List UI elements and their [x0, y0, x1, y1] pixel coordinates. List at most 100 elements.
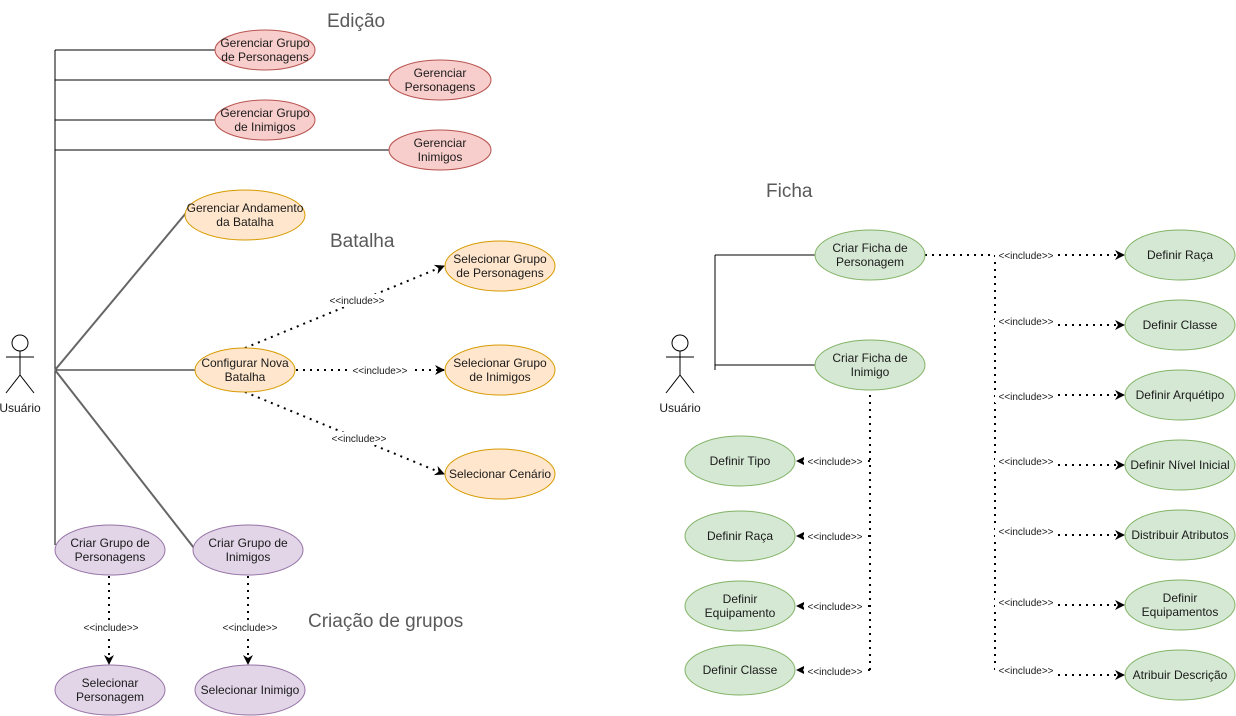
- use-case-label: de Personagens: [456, 266, 543, 280]
- use-case-label: Gerenciar Grupo: [220, 106, 310, 120]
- section-title-edicao: Edição: [327, 11, 385, 32]
- use-case-definir-arquetipo: Definir Arquétipo: [1124, 369, 1236, 421]
- use-case-label: Criar Ficha de: [832, 351, 908, 365]
- use-case-label: Definir Raça: [707, 529, 773, 543]
- section-title-ficha: Ficha: [766, 181, 813, 202]
- use-case-label: Definir Classe: [1143, 318, 1218, 332]
- left-associations: [54, 49, 389, 545]
- use-case-ellipse: [54, 664, 166, 716]
- use-case-ellipse: [814, 339, 926, 391]
- section-title-criacao: Criação de grupos: [308, 611, 463, 632]
- include-label: <<include>>: [329, 296, 384, 307]
- use-case-distribuir-atributos: Distribuir Atributos: [1124, 509, 1236, 561]
- use-case-label: Definir: [723, 592, 758, 606]
- use-case-label: Distribuir Atributos: [1131, 528, 1228, 542]
- use-case-definir-classe: Definir Classe: [1124, 299, 1236, 351]
- use-case-ellipse: [54, 524, 166, 576]
- use-case-label: Selecionar Inimigo: [201, 683, 300, 697]
- actor-left: [5, 334, 35, 394]
- use-case-label: Gerenciar Grupo: [220, 36, 310, 50]
- include-label: <<include>>: [222, 623, 277, 634]
- use-case-label: Inimigos: [226, 550, 271, 564]
- use-case-label: de Personagens: [221, 50, 308, 64]
- use-case-label: Definir Arquétipo: [1136, 388, 1225, 402]
- actor-right-label: Usuário: [659, 401, 701, 415]
- include-label: <<include>>: [998, 392, 1053, 403]
- use-case-label: Selecionar Grupo: [453, 356, 547, 370]
- use-case-label: Definir: [1163, 591, 1198, 605]
- include-label: <<include>>: [998, 251, 1053, 262]
- use-case-label: Gerenciar: [414, 136, 467, 150]
- include-label: <<include>>: [998, 317, 1053, 328]
- use-case-ellipse: [214, 29, 316, 71]
- include-label: <<include>>: [807, 602, 862, 613]
- use-case-ellipse: [214, 99, 316, 141]
- include-label: <<include>>: [998, 527, 1053, 538]
- use-case-label: Personagem: [836, 255, 904, 269]
- include-label: <<include>>: [807, 667, 862, 678]
- use-case-ellipse: [1124, 299, 1236, 351]
- use-case-label: de Inimigos: [469, 370, 530, 384]
- left-include-lines: [104, 264, 445, 665]
- actor-right: [665, 334, 695, 394]
- use-case-label: da Batalha: [216, 215, 274, 229]
- use-case-label: Inimigo: [851, 365, 890, 379]
- use-case-label: Inimigos: [418, 150, 463, 164]
- use-case-label: Definir Classe: [703, 663, 778, 677]
- use-case-definir-nivel: Definir Nível Inicial: [1124, 439, 1236, 491]
- use-case-label: Personagens: [405, 80, 476, 94]
- use-case-ellipse: [814, 229, 926, 281]
- use-case-ellipse: [192, 524, 304, 576]
- use-case-label: Criar Grupo de: [208, 536, 288, 550]
- include-label: <<include>>: [331, 434, 386, 445]
- use-case-definir-raca: Definir Raça: [1124, 229, 1236, 281]
- use-case-label: Atribuir Descrição: [1133, 668, 1228, 682]
- use-case-label: Definir Tipo: [710, 454, 771, 468]
- use-case-ellipse: [1124, 509, 1236, 561]
- include-label: <<include>>: [998, 666, 1053, 677]
- use-case-ellipse: [684, 580, 796, 632]
- use-case-ellipse: [444, 240, 556, 292]
- include-label: <<include>>: [807, 457, 862, 468]
- use-case-label: Personagem: [76, 690, 144, 704]
- use-case-label: Criar Ficha de: [832, 241, 908, 255]
- actor-left-label: Usuário: [0, 401, 41, 415]
- use-case-ellipse: [1124, 649, 1236, 701]
- use-case-label: Definir Raça: [1147, 248, 1213, 262]
- use-case-selecionar-inimigo: Selecionar Inimigo: [194, 664, 306, 716]
- right-include-lines-inimigo: [796, 388, 871, 675]
- use-case-ellipse: [194, 664, 306, 716]
- use-case-ellipse: [684, 510, 796, 562]
- use-case-label: Equipamento: [705, 606, 776, 620]
- use-case-selecionar-cenario: Selecionar Cenário: [444, 448, 556, 500]
- use-case-ellipse: [444, 344, 556, 396]
- use-case-definir-raca-inimigo: Definir Raça: [684, 510, 796, 562]
- left-include-labels: <<include>> <<include>> <<include>> <<in…: [80, 294, 411, 634]
- use-case-label: Gerenciar: [414, 66, 467, 80]
- use-case-ellipse: [1124, 579, 1236, 631]
- use-case-ellipse: [194, 347, 296, 393]
- left-diagonal-associations: [54, 212, 195, 549]
- use-case-ellipse: [184, 189, 306, 241]
- use-case-definir-classe-inimigo: Definir Classe: [684, 644, 796, 696]
- use-case-label: Personagens: [75, 550, 146, 564]
- use-case-label: Gerenciar Andamento: [187, 201, 304, 215]
- include-label: <<include>>: [83, 623, 138, 634]
- use-case-ellipse: [444, 448, 556, 500]
- use-case-label: de Inimigos: [234, 120, 295, 134]
- use-case-label: Configurar Nova: [201, 356, 289, 370]
